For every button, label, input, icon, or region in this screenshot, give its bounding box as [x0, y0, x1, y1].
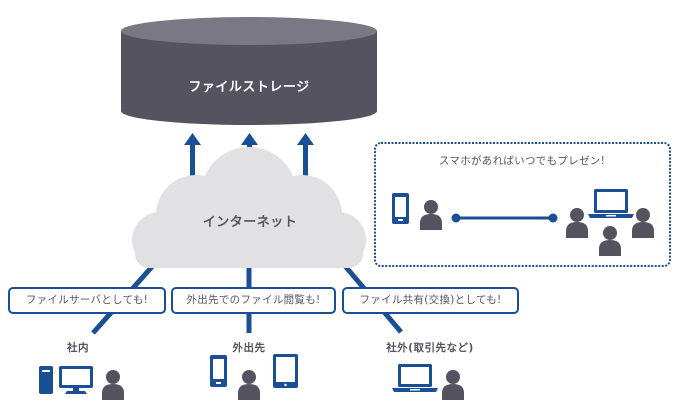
- monitor-icon: [59, 366, 93, 394]
- location-label-client: 社外(取引先など): [386, 342, 474, 354]
- storage-label: ファイルストレージ: [188, 80, 310, 95]
- presentation-box: [374, 142, 671, 267]
- person-icon: [442, 370, 464, 400]
- person-icon: [566, 208, 588, 238]
- arrow-up-icon: [184, 133, 201, 184]
- presentation-title: スマホがあればいつでもプレゼン!: [438, 155, 606, 167]
- arrow-up-icon: [297, 133, 314, 184]
- tablet-icon: [273, 354, 298, 388]
- person-icon: [102, 370, 124, 400]
- internet-cloud-icon: [132, 147, 366, 268]
- location-label-outside: 外出先: [232, 342, 266, 354]
- person-icon: [632, 208, 654, 238]
- connection-line: [451, 213, 558, 223]
- person-icon: [238, 370, 260, 400]
- storage-cylinder-icon: [121, 17, 377, 125]
- laptop-icon: [392, 364, 438, 392]
- callout-file-server: ファイルサーバとしても!: [8, 287, 166, 314]
- internet-label: インターネット: [202, 215, 298, 230]
- laptop-icon: [588, 189, 634, 218]
- person-icon: [599, 226, 621, 256]
- desktop-tower-icon: [39, 366, 53, 394]
- smartphone-icon: [210, 355, 227, 387]
- location-label-office: 社内: [67, 342, 89, 354]
- callout-file-sharing: ファイル共有(交換)としても!: [342, 287, 519, 314]
- callout-remote-viewing: 外出先でのファイル閲覧も!: [171, 287, 336, 314]
- person-icon: [420, 200, 442, 230]
- smartphone-icon: [392, 193, 409, 224]
